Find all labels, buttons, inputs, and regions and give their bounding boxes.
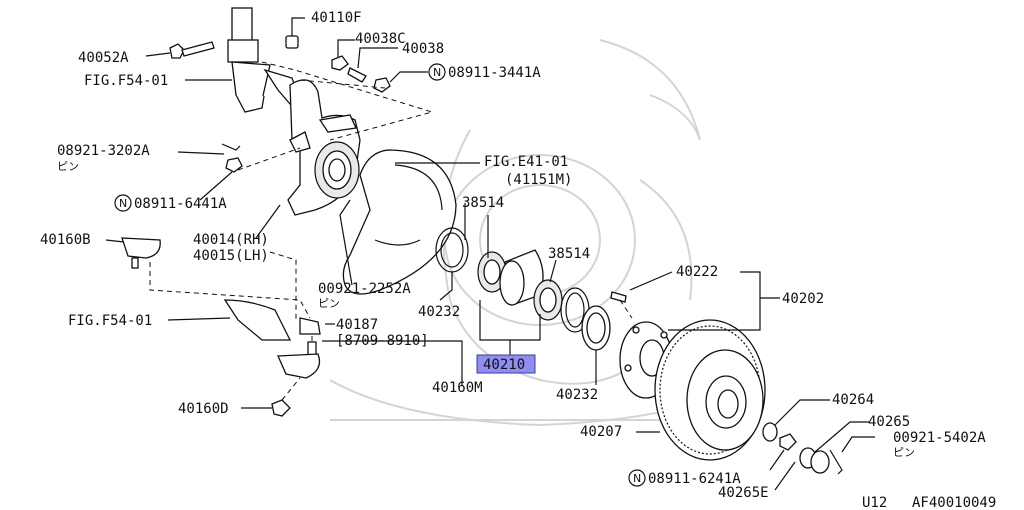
bolt-40052A	[169, 41, 215, 59]
backing-plate	[342, 149, 457, 295]
label-08911-6241A: 08911-6241A	[648, 471, 741, 487]
label-40052A: 40052A	[78, 50, 129, 66]
label-fig-e41-01: FIG.E41-01	[484, 154, 568, 170]
label-pin-1: ピン	[57, 160, 79, 173]
nut-40110F	[285, 35, 299, 49]
label-40232-a: 40232	[418, 304, 460, 320]
bearing-right-38514	[533, 279, 563, 321]
label-40160D: 40160D	[178, 401, 229, 417]
label-40222: 40222	[676, 264, 718, 280]
nut-40160D	[271, 399, 291, 417]
highlight-box-40210	[476, 354, 536, 374]
circled-n-1: N	[433, 66, 441, 79]
label-40038C: 40038C	[355, 31, 406, 47]
label-40232-b: 40232	[556, 387, 598, 403]
nut-08911-6441A	[225, 157, 243, 173]
label-40265: 40265	[868, 414, 910, 430]
label-40207: 40207	[580, 424, 622, 440]
label-08911-6441A: 08911-6441A	[134, 196, 227, 212]
cotter-pin-00921-5402A	[829, 449, 843, 475]
label-40110F: 40110F	[311, 10, 362, 26]
washer-40264	[762, 422, 778, 442]
label-00921-2252A: 00921-2252A	[318, 281, 411, 297]
snap-ring-40232-right	[560, 287, 611, 351]
label-40264: 40264	[832, 392, 874, 408]
circled-n-markers: N N N	[114, 63, 646, 487]
bolt-40038C	[331, 55, 349, 71]
label-pin-2: ピン	[318, 297, 340, 310]
label-40038: 40038	[402, 41, 444, 57]
label-40160B: 40160B	[40, 232, 91, 248]
guide-lines	[149, 61, 633, 401]
label-40015: 40015(LH)	[193, 248, 269, 264]
castle-cap-40265	[799, 447, 830, 474]
bolt-40038	[347, 67, 367, 83]
label-40202: 40202	[782, 291, 824, 307]
label-40210: 40210	[483, 357, 525, 373]
label-00921-5402A: 00921-5402A	[893, 430, 986, 446]
label-pin-3: ピン	[893, 446, 915, 459]
label-code-af: AF40010049	[912, 495, 996, 510]
label-40187: 40187	[336, 317, 378, 333]
bearing-outer-race	[499, 249, 544, 306]
label-range: [8709-8910]	[336, 333, 429, 349]
brake-rotor-40207	[654, 319, 766, 461]
circled-n-3: N	[633, 472, 641, 485]
label-38514-b: 38514	[548, 246, 590, 262]
nut-08911-3441A	[373, 77, 391, 93]
label-41151M: (41151M)	[505, 172, 572, 188]
label-40014: 40014(RH)	[193, 232, 269, 248]
label-fig-f54-01-bottom: FIG.F54-01	[68, 313, 152, 329]
label-40265E: 40265E	[718, 485, 769, 501]
label-08911-3441A: 08911-3441A	[448, 65, 541, 81]
label-40160M: 40160M	[432, 380, 483, 396]
label-08921-3202A: 08921-3202A	[57, 143, 150, 159]
label-38514-a: 38514	[462, 195, 504, 211]
label-fig-f54-01-top: FIG.F54-01	[84, 73, 168, 89]
bearing-left-38514	[477, 251, 507, 293]
leader-lines	[105, 17, 875, 491]
steering-knuckle	[287, 79, 361, 216]
snap-ring-40232-left	[435, 227, 469, 273]
nut-40265E	[779, 433, 797, 451]
part-labels: 40110F 40038C 40038 08911-3441A 40052A F…	[40, 10, 996, 510]
circled-n-2: N	[119, 197, 127, 210]
cotter-pin-08921-3202A	[221, 143, 241, 151]
label-code-u12: U12	[862, 495, 887, 510]
ball-joint-40160B	[121, 237, 161, 269]
ball-joint-40160M	[277, 341, 321, 379]
strut-assembly	[227, 7, 301, 113]
lower-control-arm	[223, 299, 321, 341]
